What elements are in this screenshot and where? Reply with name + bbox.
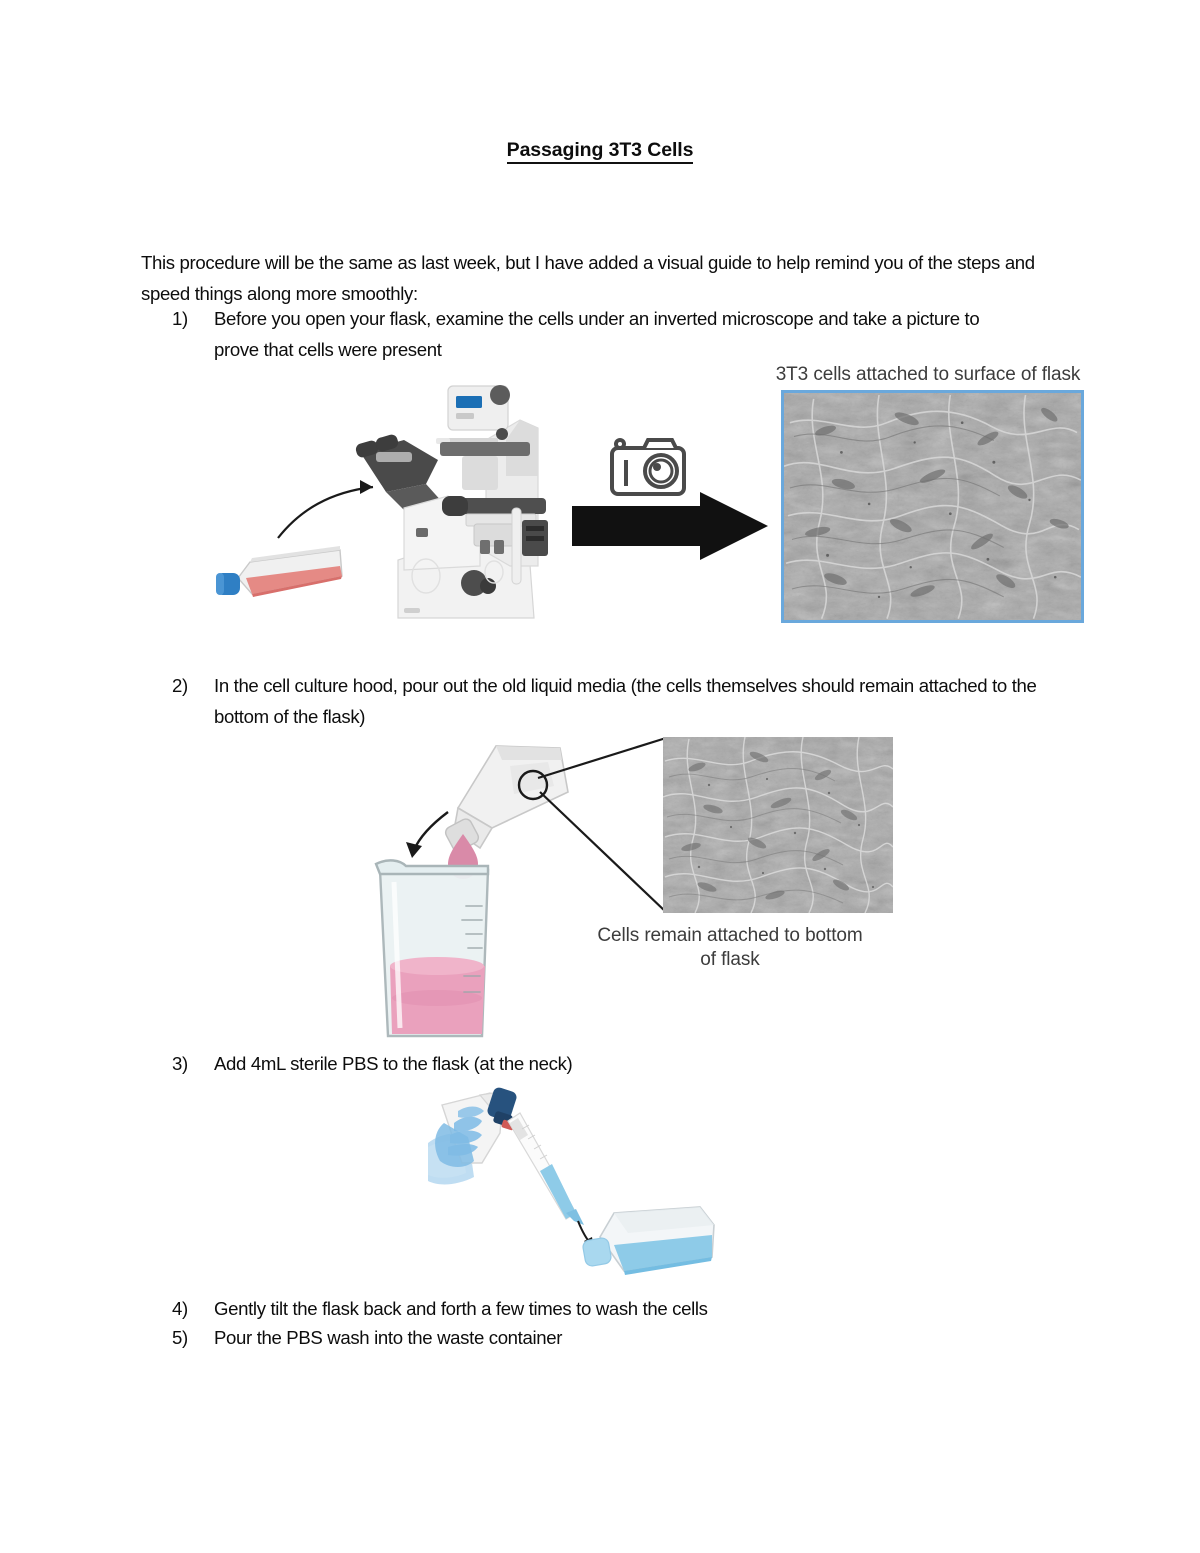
camera-icon <box>610 438 686 496</box>
step-item-2: 2) In the cell culture hood, pour out th… <box>172 670 1052 732</box>
page-title-text: Passaging 3T3 Cells <box>506 139 693 164</box>
step-number-1: 1) <box>172 308 188 329</box>
step-number-3: 3) <box>172 1053 188 1074</box>
step-text-5: Pour the PBS wash into the waste contain… <box>214 1327 563 1348</box>
intro-paragraph: This procedure will be the same as last … <box>141 251 1035 304</box>
inverted-microscope <box>355 385 548 619</box>
micrograph-cells-remain-attached <box>663 737 893 913</box>
micrograph-1-caption: 3T3 cells attached to surface of flask <box>775 364 1081 385</box>
step-number-4: 4) <box>172 1298 188 1319</box>
serological-pipette <box>507 1112 584 1225</box>
micrograph-3t3-attached-surface <box>781 390 1084 623</box>
camera-lens-dot <box>653 463 661 471</box>
culture-flask-blue <box>582 1206 715 1275</box>
page-title: Passaging 3T3 Cells <box>0 139 1200 164</box>
waste-beaker <box>374 859 490 1038</box>
step-number-2: 2) <box>172 675 188 696</box>
pbs-in-pipette <box>540 1164 576 1219</box>
step-text-4: Gently tilt the flask back and forth a f… <box>214 1298 708 1319</box>
camera-arrow-illustration <box>568 432 778 562</box>
step-text-2: In the cell culture hood, pour out the o… <box>214 675 1037 727</box>
culture-flask-tilted <box>444 745 569 852</box>
pbs-in-flask <box>614 1235 712 1271</box>
pour-media-illustration <box>370 730 670 1050</box>
step-text-3: Add 4mL sterile PBS to the flask (at the… <box>214 1053 573 1074</box>
micrograph-2-caption-line-1: Cells remain attached to bottom <box>597 925 863 946</box>
step-text-1: Before you open your flask, examine the … <box>214 308 980 360</box>
pipette-pbs-illustration <box>428 1085 728 1290</box>
right-arrow-icon <box>572 492 768 560</box>
step-item-1: 1) Before you open your flask, examine t… <box>172 303 1017 365</box>
micrograph-2-caption: Cells remain attached to bottom of flask <box>570 924 890 972</box>
culture-flask-red <box>216 546 343 597</box>
micrograph-2-caption-line-2: of flask <box>700 949 760 970</box>
step-item-4: 4) Gently tilt the flask back and forth … <box>172 1293 872 1324</box>
step-item-5: 5) Pour the PBS wash into the waste cont… <box>172 1322 872 1353</box>
step-item-3: 3) Add 4mL sterile PBS to the flask (at … <box>172 1048 872 1079</box>
microscope-scene-illustration <box>190 380 590 640</box>
step-number-5: 5) <box>172 1327 188 1348</box>
magnifier-callout-lines <box>517 736 667 913</box>
